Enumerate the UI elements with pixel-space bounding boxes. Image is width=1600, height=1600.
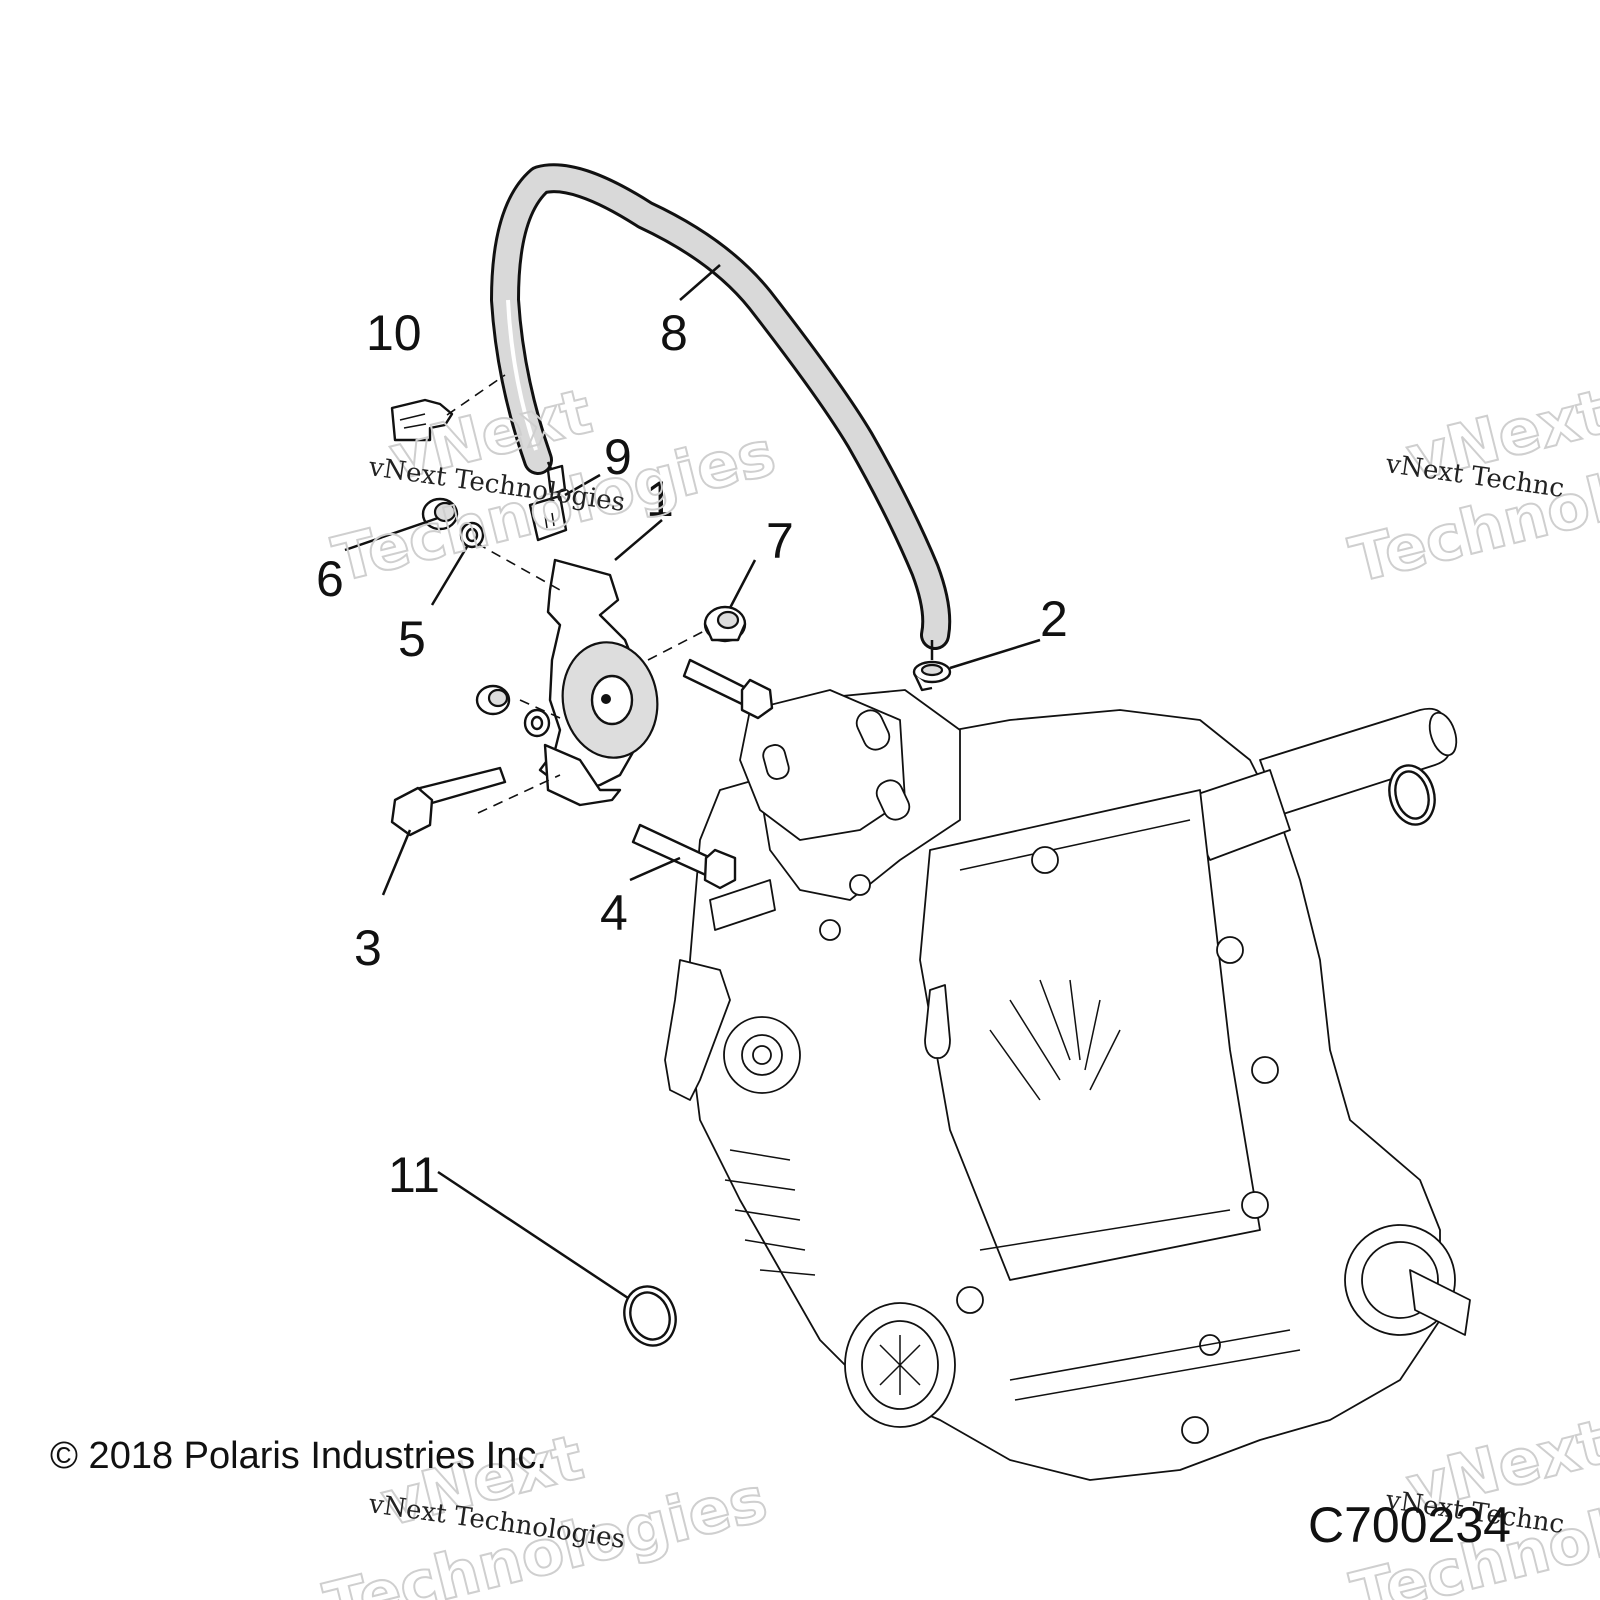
vent-hose-part-8 [490,163,952,650]
callout-5: 5 [398,611,426,667]
callout-labels: 1 2 3 4 5 6 7 8 9 10 11 [316,305,1068,1203]
o-ring-part-11 [623,1285,677,1347]
transmission-housing [664,689,1471,1481]
callout-4: 4 [600,885,628,941]
grommet-part-6 [421,497,511,716]
callout-3: 3 [354,920,382,976]
callout-7: 7 [766,513,794,569]
copyright-notice: © 2018 Polaris Industries Inc. [50,1435,547,1477]
callout-8: 8 [660,305,688,361]
hose-clamp-part-2 [912,640,952,692]
drawing-number: C700234 [1308,1497,1511,1553]
vent-fitting-part-9 [528,461,568,542]
callout-10: 10 [366,305,422,361]
hose-clip-part-10 [390,374,506,442]
bolt-part-4 [631,823,737,890]
grommet-part-7 [703,605,747,643]
star-washer-part-5 [459,521,551,738]
shaft-o-ring [1388,764,1436,826]
watermark-bottom: vNext Technologies [316,1419,774,1600]
callout-9: 9 [604,429,632,485]
bolt-upper-right [682,658,774,720]
bolt-part-3 [390,766,507,837]
callout-6: 6 [316,551,344,607]
sensor-housing-part-1 [538,558,659,807]
leader-lines [344,264,1041,1300]
callout-11: 11 [388,1147,440,1203]
callout-2: 2 [1040,591,1068,647]
callout-1: 1 [646,471,674,527]
